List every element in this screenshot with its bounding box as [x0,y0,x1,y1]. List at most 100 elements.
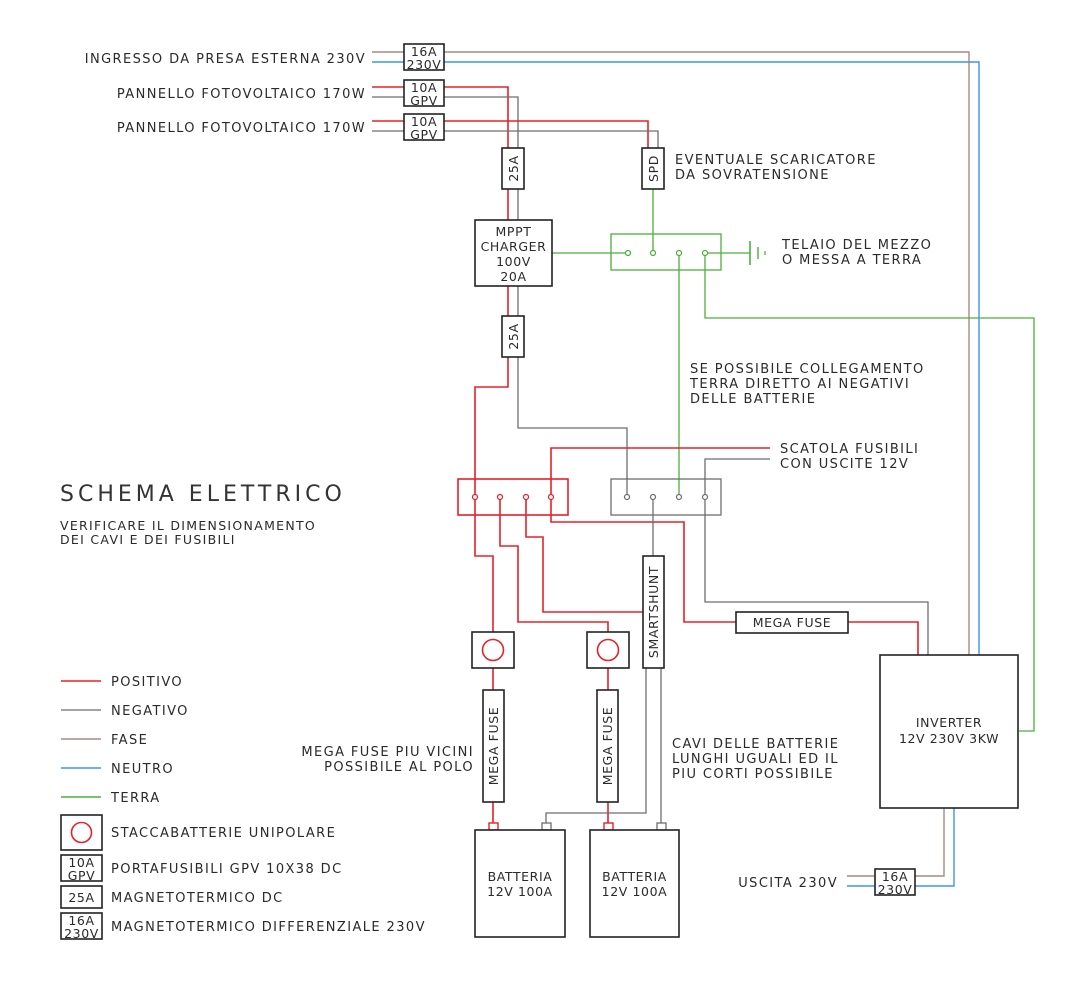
positive-terminal [496,493,504,501]
note-fusebox-line1: SCATOLA FUSIBILI [780,442,919,457]
legend-symbol-rcbo-line2: 230V [64,926,99,941]
wire-fusebox-pos [550,447,770,497]
smartshunt-label: SMARTSHUNT [646,566,661,658]
fuse-type: GPV [410,93,438,108]
negative-terminal [649,493,657,501]
legend-symbol-mcb-text: 25A [68,890,94,905]
diagram-subtitle-line1: VERIFICARE IL DIMENSIONAMENTO [60,518,316,533]
smartshunt: SMARTSHUNT [642,555,665,669]
battery-label-line2: 12V 100A [487,884,553,899]
wire-megafuse-to-inverter [848,621,919,655]
inverter-label-line2: 12V 230V 3KW [899,731,999,746]
legend-label-negativo: NEGATIVO [111,704,189,719]
legend-label-rcbo: MAGNETOTERMICO DIFFERENZIALE 230V [111,920,426,935]
legend-label-gpv: PORTAFUSIBILI GPV 10X38 DC [111,862,343,877]
mppt-label-line3: 100V [496,254,531,269]
breaker-voltage: 230V [407,57,442,72]
ground-bar-body [610,233,722,271]
note-battery-cables-line3: PIU CORTI POSSIBILE [672,767,834,782]
ground-terminal [701,249,709,257]
positive-terminal [471,493,479,501]
wire-posbar-to-smartshunt-side [525,497,643,613]
mega-fuse-inverter: MEGA FUSE [735,611,849,634]
wire-negbar-to-inverter [704,497,929,655]
negative-terminal [623,493,631,501]
battery-disconnect-2 [586,631,630,669]
input-pv2-label: PANNELLO FOTOVOLTAICO 170W [117,121,366,136]
ground-terminal [649,249,657,257]
wire-fusebox-neg [704,458,770,497]
wire-posbar-to-megafuse [550,497,736,623]
positive-bus-bar [457,478,569,516]
note-megafuse-line2: POSSIBILE AL POLO [324,760,474,775]
wire-posbar-to-disc1 [474,497,494,632]
wire-inverter-fase-out [915,808,945,877]
fuse-rating: 10A [411,80,437,95]
wire-mcb-to-negbar [517,357,628,497]
legend-symbol-rcbo [60,912,103,940]
battery-neg-terminal [541,822,552,831]
mega-fuse-label: MEGA FUSE [486,707,501,785]
mppt-charger: MPPT CHARGER 100V 20A [474,219,553,287]
disconnect-switch-icon [70,821,93,844]
battery-disconnect-1 [471,631,515,669]
breaker-voltage: 230V [878,882,913,897]
mega-fuse-battery-1: MEGA FUSE [482,689,505,803]
gpv-fuse-holder-1: 10A GPV [403,79,445,108]
legend-label-positivo: POSITIVO [111,675,183,690]
note-battery-cables-line2: LUNGHI UGUALI ED IL [672,752,839,767]
note-ground-line2: O MESSA A TERRA [782,253,922,268]
breaker-rating: 16A [411,44,437,59]
wire-pv1-pos [444,86,509,148]
breaker-rating: 16A [882,869,908,884]
wire-posbar-to-disc2 [499,497,609,632]
legend-symbol-gpv-line1: 10A [68,855,94,870]
legend: POSITIVO NEGATIVO FASE NEUTRO TERRA STAC… [60,675,426,941]
battery-neg-terminal [656,822,667,831]
positive-bus-bar-body [457,478,569,516]
battery-label-line1: BATTERIA [602,869,667,884]
legend-symbol-gpv-line2: GPV [68,868,96,883]
legend-label-terra: TERRA [110,791,161,806]
mega-fuse-label: MEGA FUSE [600,707,615,785]
mega-fuse-battery-2: MEGA FUSE [596,689,619,803]
legend-symbol-mcb [60,885,103,909]
legend-symbol-disconnect [60,814,103,851]
ground-terminal [675,249,683,257]
note-megafuse-line1: MEGA FUSE PIU VICINI [301,745,474,760]
wire-smartshunt-to-bat1-neg [545,668,647,826]
battery-label-line1: BATTERIA [488,869,553,884]
note-ground-line1: TELAIO DEL MEZZO [781,238,932,253]
fuse-rating: 10A [411,114,437,129]
note-battery-cables-line1: CAVI DELLE BATTERIE [672,737,839,752]
gpv-fuse-holder-2: 10A GPV [403,113,445,142]
negative-bus-bar [610,478,722,516]
dc-breaker-top: 25A [501,147,525,190]
wire-mcb-to-posbar [474,357,509,497]
note-ground-link-line1: SE POSSIBILE COLLEGAMENTO [690,362,925,377]
wires [372,51,1035,887]
mppt-label-line2: CHARGER [481,239,547,254]
ground-bar [610,233,722,271]
negative-terminal [701,493,709,501]
negative-bus-bar-body [610,478,722,516]
breaker-rating: 25A [506,323,521,349]
note-ground-link-line2: TERRA DIRETTO AI NEGATIVI [689,377,910,392]
legend-symbol-rcbo-line1: 16A [68,913,94,928]
mppt-label-line1: MPPT [496,224,532,239]
legend-label-disconnect: STACCABATTERIE UNIPOLARE [111,826,336,841]
disconnect-switch-icon [596,638,620,662]
disconnect-switch-icon [481,638,505,662]
fuse-type: GPV [410,127,438,142]
positive-terminal [522,493,530,501]
mega-fuse-label: MEGA FUSE [753,615,831,630]
dc-breaker-bottom: 25A [501,315,525,358]
note-fusebox-line2: CON USCITE 12V [780,457,909,472]
legend-label-neutro: NEUTRO [111,762,174,777]
inverter: INVERTER 12V 230V 3KW [879,654,1019,809]
wire-ground-to-inverter [704,253,1035,732]
legend-label-fase: FASE [111,733,148,748]
diagram-title: SCHEMA ELETTRICO [60,482,346,507]
output-label: USCITA 230V [738,876,838,891]
